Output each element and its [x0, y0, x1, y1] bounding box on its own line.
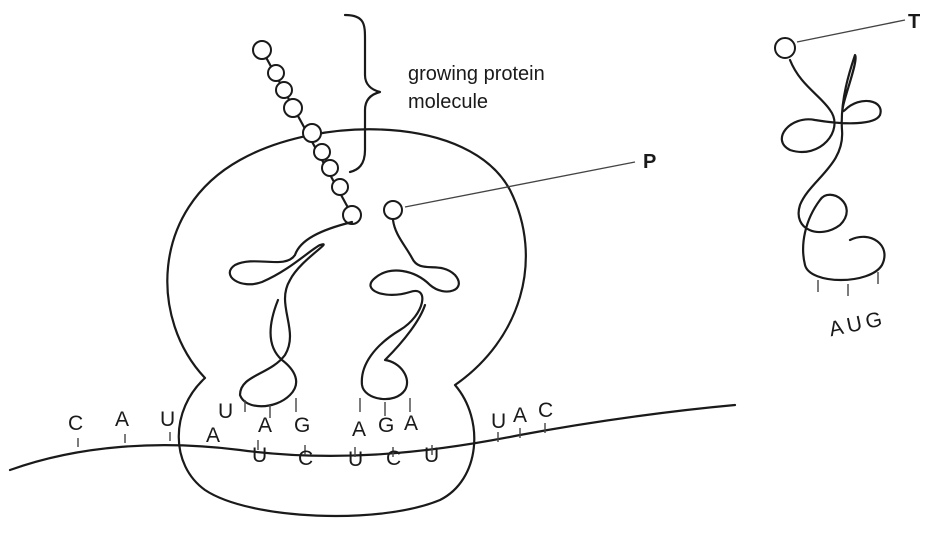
tRNA-right-anticodon-base: A [404, 412, 418, 435]
P-pointer-line [405, 162, 635, 207]
mrna-base: A [115, 408, 129, 431]
tRNA-left-anticodon-base: A [258, 414, 272, 437]
growing-protein-label-line1: growing protein [408, 63, 545, 85]
free-tRNA [782, 55, 885, 280]
amino-acid-bead [268, 65, 284, 81]
incoming-amino-acid-bead [384, 201, 402, 219]
tRNA-left-anticodon-base: U [218, 400, 233, 423]
mrna-base: C [386, 447, 401, 470]
tRNA-left-anticodon-base: A [206, 424, 220, 447]
protein-brace [345, 15, 380, 172]
growing-protein-label-line2: molecule [408, 91, 488, 113]
amino-acid-bead [276, 82, 292, 98]
growing-protein-chain [253, 41, 361, 224]
free-tRNA-anticodon: AUG [827, 307, 888, 341]
mrna-base: U [348, 448, 363, 471]
amino-acid-bead [322, 160, 338, 176]
P-label: P [643, 151, 656, 173]
mrna-base: U [424, 444, 439, 467]
mrna-base: C [298, 447, 313, 470]
amino-acid-bead [253, 41, 271, 59]
free-tRNA-amino-acid [775, 38, 795, 58]
tRNA-left-anticodon-base: G [294, 414, 310, 437]
amino-acid-bead [332, 179, 348, 195]
T-pointer-line [797, 20, 905, 42]
tRNA-left [230, 222, 352, 406]
amino-acid-bead [303, 124, 321, 142]
mrna-base: C [68, 412, 83, 435]
mrna-base: C [538, 399, 553, 422]
tRNA-right [362, 220, 459, 399]
amino-acid-bead [284, 99, 302, 117]
T-label: T [908, 11, 920, 33]
mrna-base: U [252, 444, 267, 467]
tRNA-right-anticodon-base: A [352, 418, 366, 441]
tRNA-right-anticodon-base: G [378, 414, 394, 437]
mrna-base: A [513, 404, 527, 427]
amino-acid-bead [314, 144, 330, 160]
mrna-base: U [491, 410, 506, 433]
mrna-base: U [160, 408, 175, 431]
